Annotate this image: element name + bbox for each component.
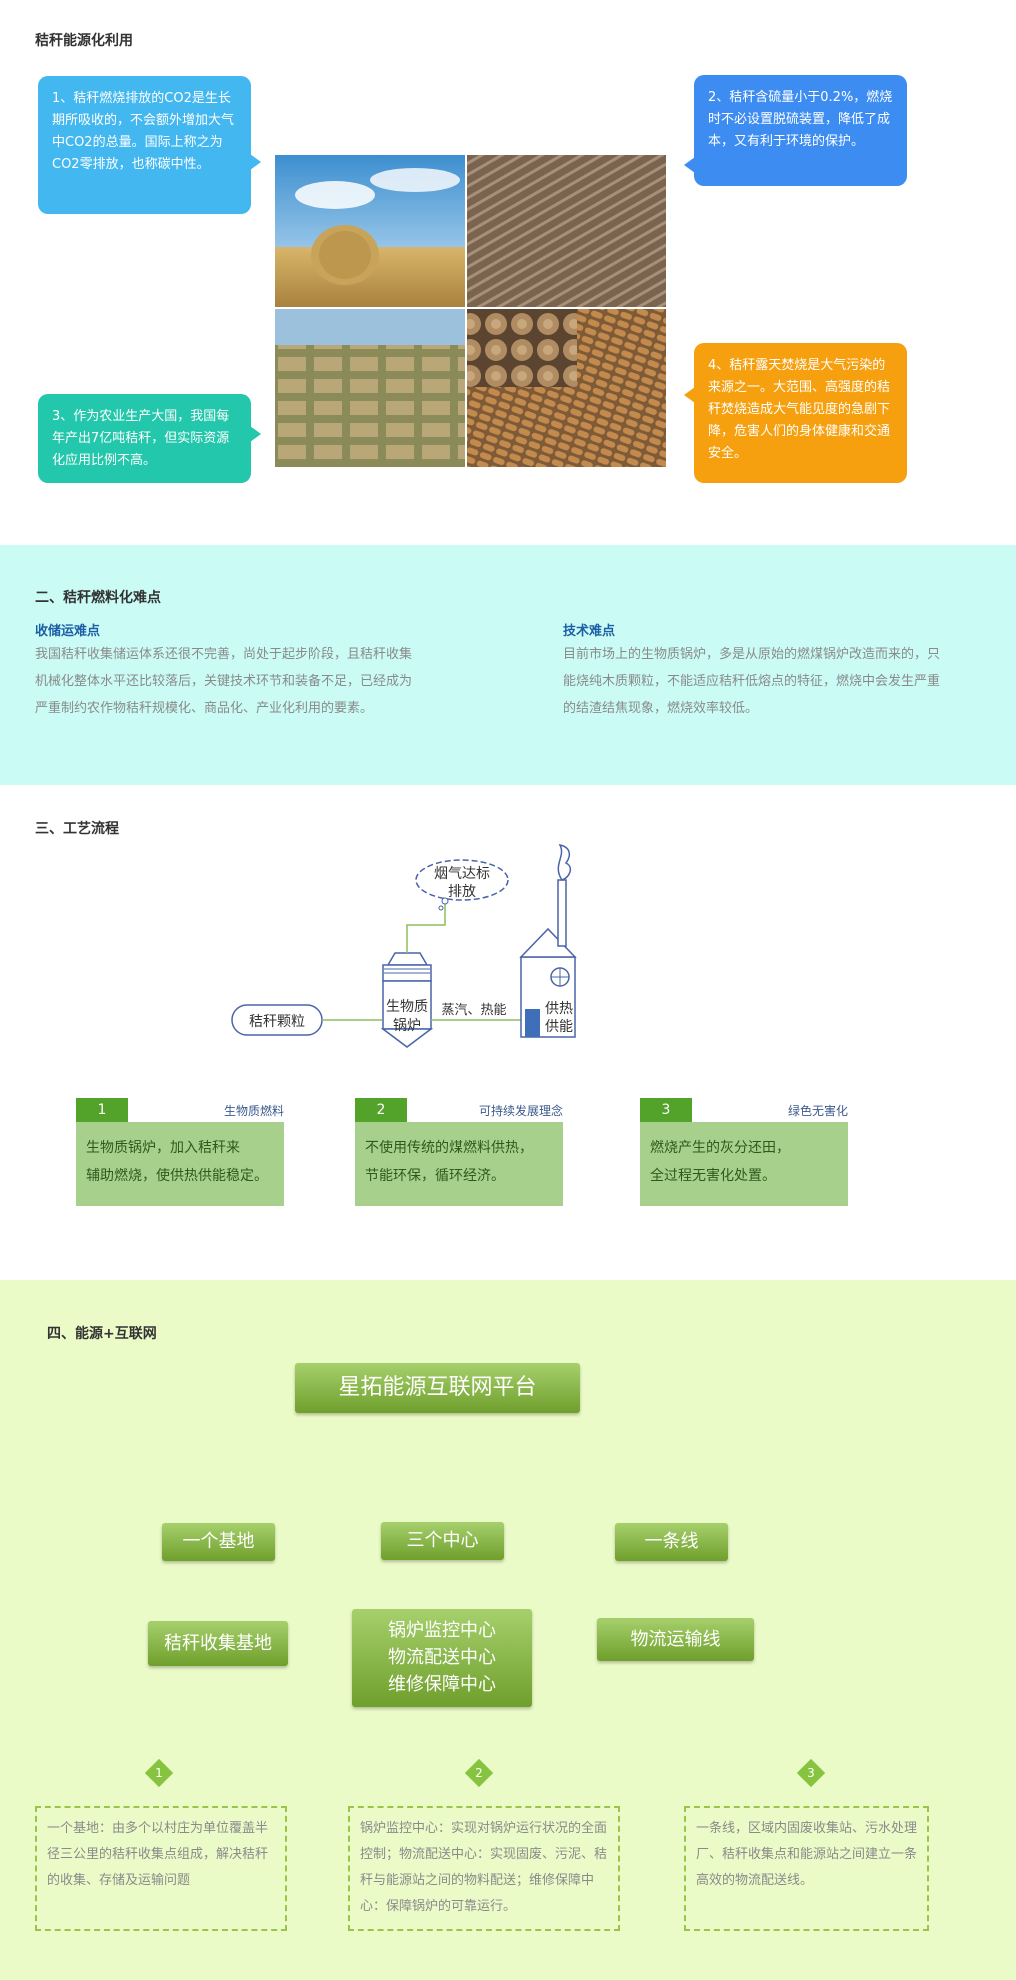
section-straw-energy: 秸秆能源化利用 1、秸秆燃烧排放的CO2是生长期所吸收的，不会额外增加大气中CO… bbox=[0, 0, 1016, 545]
heat-supply-house bbox=[519, 843, 577, 1038]
storage-difficulty-text: 我国秸秆收集储运体系还很不完善，尚处于起步阶段，且秸秆收集机械化整体水平还比较落… bbox=[35, 647, 413, 716]
info-bubble-4: 4、秸秆露天焚烧是大气污染的来源之一。大范围、高强度的秸秆焚烧造成大气能见度的急… bbox=[684, 343, 907, 483]
card-title: 生物质燃料 bbox=[223, 1104, 284, 1118]
item-number-3: 3 bbox=[807, 1766, 815, 1780]
section1-title: 秸秆能源化利用 bbox=[35, 33, 133, 49]
centers-box: 锅炉监控中心 物流配送中心 维修保障中心 bbox=[352, 1609, 532, 1707]
boiler-label-2: 锅炉 bbox=[393, 1018, 421, 1034]
info-bubble-1: 1、秸秆燃烧排放的CO2是生长期所吸收的，不会额外增加大气中CO2的总量。国际上… bbox=[38, 76, 261, 214]
item-desc-2: 锅炉监控中心：实现对锅炉运行状况的全面控制；物流配送中心：实现固废、污泥、秸秆与… bbox=[348, 1806, 620, 1931]
supply-label-1: 供热 bbox=[545, 1001, 573, 1017]
tech-difficulty-text: 目前市场上的生物质锅炉，多是从原始的燃煤锅炉改造而来的，只能烧纯木质颗粒，不能适… bbox=[563, 647, 941, 716]
card-body: 不使用传统的煤燃料供热， 节能环保，循环经济。 bbox=[355, 1122, 563, 1206]
straw-bundles-photo bbox=[467, 155, 666, 307]
card-body: 燃烧产生的灰分还田， 全过程无害化处置。 bbox=[640, 1122, 848, 1206]
center-name: 维修保障中心 bbox=[388, 1674, 496, 1695]
straw-base-box: 秸秆收集基地 bbox=[148, 1621, 288, 1666]
straw-photo-collage bbox=[275, 155, 666, 467]
info-bubble-2: 2、秸秆含硫量小于0.2%，燃烧时不必设置脱硫装置，降低了成本，又有利于环境的保… bbox=[684, 75, 907, 186]
section3-title: 三、工艺流程 bbox=[35, 821, 119, 837]
cloud-label-1: 烟气达标 bbox=[434, 866, 490, 882]
process-card-1: 1 生物质燃料 生物质锅炉，加入秸秆来 辅助燃烧，使供热供能稳定。 bbox=[76, 1098, 284, 1206]
three-centers-box: 三个中心 bbox=[381, 1522, 504, 1560]
center-name: 物流配送中心 bbox=[388, 1647, 496, 1668]
item-desc-3: 一条线，区域内固废收集站、污水处理厂、秸秆收集点和能源站之间建立一条高效的物流配… bbox=[684, 1806, 929, 1931]
process-card-2: 2 可持续发展理念 不使用传统的煤燃料供热， 节能环保，循环经济。 bbox=[355, 1098, 563, 1206]
tech-difficulty-subtitle: 技术难点 bbox=[563, 624, 616, 639]
emission-cloud bbox=[415, 859, 509, 911]
section-fuel-difficulties: 二、秸秆燃料化难点 收储运难点 我国秸秆收集储运体系还很不完善，尚处于起步阶段，… bbox=[0, 545, 1016, 785]
card-number: 3 bbox=[640, 1098, 692, 1122]
pellet-label: 秸秆颗粒 bbox=[249, 1014, 305, 1030]
supply-label-2: 供能 bbox=[545, 1019, 573, 1035]
storage-difficulty-subtitle: 收储运难点 bbox=[35, 624, 101, 639]
section-process-flow: 三、工艺流程 秸秆颗粒 生物质 锅炉 烟气达标 排放 蒸汽、热能 bbox=[0, 785, 1016, 1280]
one-base-box: 一个基地 bbox=[162, 1523, 275, 1561]
card-body: 生物质锅炉，加入秸秆来 辅助燃烧，使供热供能稳定。 bbox=[76, 1122, 284, 1206]
process-flow-diagram: 秸秆颗粒 生物质 锅炉 烟气达标 排放 蒸汽、热能 bbox=[231, 843, 577, 1048]
item-desc-1: 一个基地：由多个以村庄为单位覆盖半径三公里的秸秆收集点组成，解决秸秆的收集、存储… bbox=[35, 1806, 287, 1931]
card-number: 1 bbox=[76, 1098, 128, 1122]
card-line: 燃烧产生的灰分还田， bbox=[650, 1140, 790, 1156]
steam-label: 蒸汽、热能 bbox=[441, 1003, 506, 1018]
section2-title: 二、秸秆燃料化难点 bbox=[35, 590, 161, 606]
one-line-box: 一条线 bbox=[615, 1523, 728, 1561]
boiler-node bbox=[380, 952, 434, 1048]
section-energy-internet: 四、能源+互联网 星拓能源互联网平台 一个基地 三个中心 一条线 秸秆收集基地 … bbox=[0, 1280, 1016, 1980]
card-line: 节能环保，循环经济。 bbox=[365, 1168, 505, 1184]
card-line: 全过程无害化处置。 bbox=[650, 1168, 776, 1184]
item-number-2: 2 bbox=[475, 1766, 483, 1780]
boiler-label-1: 生物质 bbox=[386, 999, 428, 1015]
logs-and-pellets-photo bbox=[467, 309, 666, 467]
card-line: 不使用传统的煤燃料供热， bbox=[365, 1140, 533, 1156]
card-number: 2 bbox=[355, 1098, 407, 1122]
info-bubble-3: 3、作为农业生产大国，我国每年产出7亿吨秸秆，但实际资源化应用比例不高。 bbox=[38, 394, 261, 483]
section4-title: 四、能源+互联网 bbox=[47, 1326, 157, 1342]
center-name: 锅炉监控中心 bbox=[388, 1620, 496, 1641]
card-title: 绿色无害化 bbox=[787, 1104, 848, 1118]
card-line: 辅助燃烧，使供热供能稳定。 bbox=[86, 1168, 268, 1184]
haybale-field-photo bbox=[275, 155, 465, 307]
card-title: 可持续发展理念 bbox=[478, 1104, 563, 1118]
logistics-line-box: 物流运输线 bbox=[597, 1618, 754, 1661]
straw-bales-photo bbox=[275, 309, 465, 467]
process-card-3: 3 绿色无害化 燃烧产生的灰分还田， 全过程无害化处置。 bbox=[640, 1098, 848, 1206]
cloud-label-2: 排放 bbox=[448, 884, 476, 900]
platform-title-box: 星拓能源互联网平台 bbox=[295, 1363, 580, 1413]
item-number-1: 1 bbox=[155, 1766, 163, 1780]
card-line: 生物质锅炉，加入秸秆来 bbox=[86, 1140, 240, 1156]
